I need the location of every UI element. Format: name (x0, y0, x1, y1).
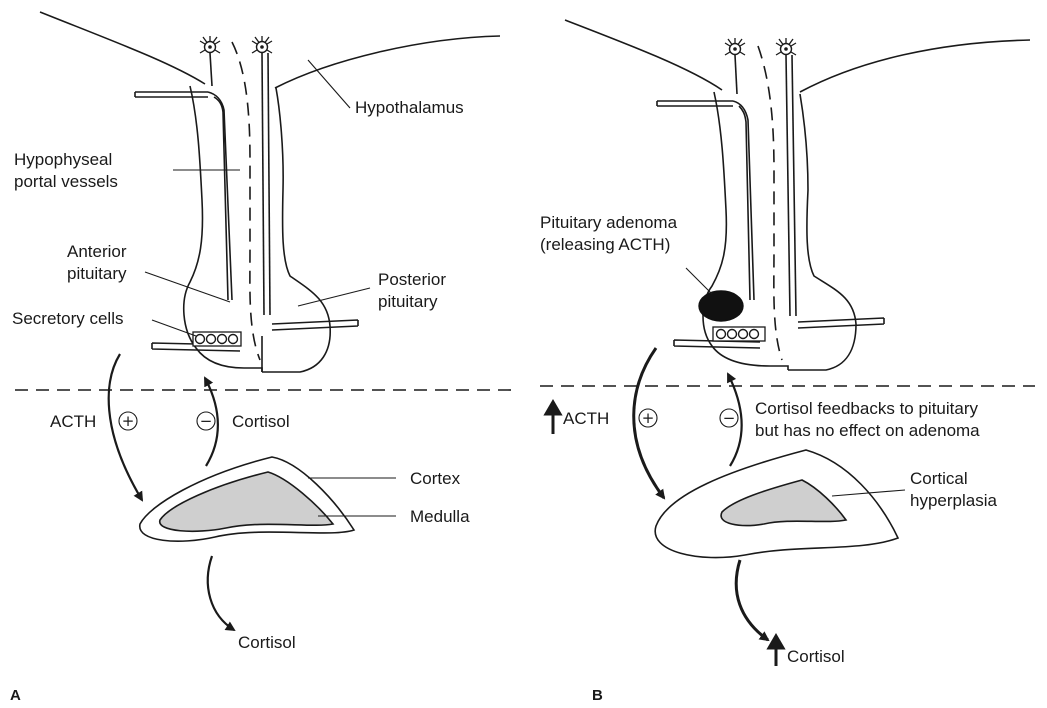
panel-a: + − Hypothalamus Hypophyseal portal vess… (10, 12, 515, 704)
label-medulla: Medulla (410, 507, 470, 526)
label-cortical-hyperplasia-2: hyperplasia (910, 491, 997, 510)
label-cortisol-feedback: Cortisol (232, 412, 290, 431)
label-cortical-hyperplasia-1: Cortical (910, 469, 968, 488)
portal-vessel (208, 92, 232, 300)
pituitary-adenoma (699, 291, 743, 321)
neuron-cell-icon (725, 38, 745, 55)
posterior-outlet-vessel (272, 320, 358, 330)
increase-arrow-icon (546, 402, 560, 434)
hypothalamus-outline-right (275, 36, 500, 88)
label-secretory-cells: Secretory cells (12, 309, 123, 328)
label-acth: ACTH (50, 412, 96, 431)
portal-vessel-inlet (135, 92, 208, 97)
leader-line (686, 268, 712, 294)
cortisol-output-arrow (208, 556, 234, 630)
hypothalamus-outline (40, 12, 205, 84)
axon-line (210, 53, 212, 86)
panel-b: + − Pituitary adenoma (releasing ACTH) A… (540, 20, 1035, 704)
label-posterior-pituitary-2: pituitary (378, 292, 438, 311)
portal-vessel-inlet (657, 101, 733, 106)
panel-letter-a: A (10, 687, 21, 704)
increase-arrow-icon (769, 636, 783, 666)
cortisol-output-arrow (736, 560, 768, 640)
posterior-outlet-vessel (798, 318, 884, 328)
hypothalamus-outline (565, 20, 722, 90)
leader-line (308, 60, 350, 108)
panel-letter-b: B (592, 687, 603, 704)
label-portal-vessels-1: Hypophyseal (14, 150, 112, 169)
axon-line (735, 55, 737, 94)
plus-sign-text: + (122, 412, 135, 430)
secretory-cells (713, 327, 765, 341)
axon-line (792, 55, 796, 316)
minus-sign-text: − (200, 412, 213, 430)
label-cortisol-feedback-2: but has no effect on adenoma (755, 421, 980, 440)
neuron-cell-icon (252, 36, 272, 53)
hypothalamus-outline-right (800, 40, 1030, 92)
leader-line (152, 320, 196, 336)
label-portal-vessels-2: portal vessels (14, 172, 118, 191)
nerve-tract-dashed (758, 46, 782, 360)
axon-line (268, 53, 270, 315)
neuron-cell-icon (200, 36, 220, 53)
leader-line (145, 272, 230, 302)
secretory-cells (193, 332, 241, 346)
leader-line (298, 288, 370, 306)
label-anterior-pituitary-1: Anterior (67, 242, 127, 261)
axon-line (786, 55, 790, 316)
label-pituitary-adenoma-1: Pituitary adenoma (540, 213, 678, 232)
label-pituitary-adenoma-2: (releasing ACTH) (540, 235, 670, 254)
label-cortisol-feedback-1: Cortisol feedbacks to pituitary (755, 399, 978, 418)
label-cortisol-output: Cortisol (238, 633, 296, 652)
label-hypothalamus: Hypothalamus (355, 98, 464, 117)
label-cortisol-output: Cortisol (787, 647, 845, 666)
minus-sign-text: − (723, 409, 736, 427)
axon-line (262, 53, 264, 315)
plus-sign-text: + (642, 409, 655, 427)
nerve-tract-dashed (232, 42, 260, 360)
label-acth: ACTH (563, 409, 609, 428)
portal-vessel (214, 97, 228, 300)
label-cortex: Cortex (410, 469, 461, 488)
label-anterior-pituitary-2: pituitary (67, 264, 127, 283)
label-posterior-pituitary-1: Posterior (378, 270, 446, 289)
neuron-cell-icon (776, 38, 796, 55)
portal-vessel (733, 101, 754, 300)
